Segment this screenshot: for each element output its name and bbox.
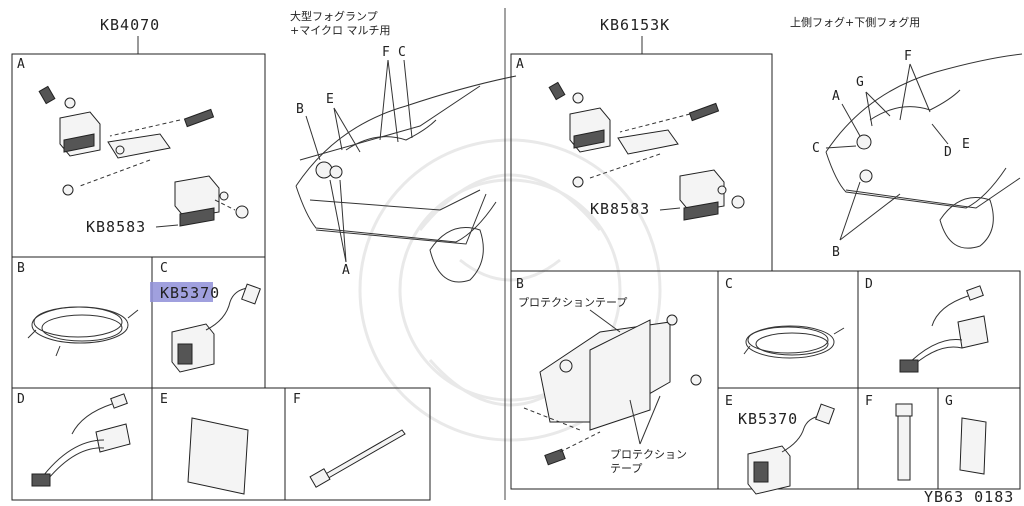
right-kit: KB6153K 上側フォグ+下側フォグ用 A B C D E F G (510, 15, 1023, 495)
left-box-d-label: D (17, 392, 25, 407)
left-cable-tie (309, 429, 406, 488)
right-switch-code: KB5370 (738, 410, 798, 428)
left-box-b-label: B (17, 261, 25, 276)
right-box-e-label: E (725, 394, 733, 409)
left-kit: KB4070 大型フォグランプ +マイクロ マルチ用 A B C D E F (11, 9, 517, 501)
right-callout-g: G (856, 75, 864, 90)
right-box-a-label: A (516, 57, 524, 72)
left-bottom-row (11, 387, 431, 501)
left-switch-code: KB5370 (160, 284, 220, 302)
right-harness (743, 325, 845, 359)
right-caption: 上側フォグ+下側フォグ用 (790, 15, 920, 29)
right-callout-e: E (962, 137, 970, 152)
left-box-f-label: F (293, 392, 301, 407)
left-relay-assembly (38, 85, 249, 227)
right-box-g-label: G (945, 394, 953, 409)
right-callout-a: A (832, 89, 840, 104)
right-vehicle (825, 53, 1023, 249)
right-callout-f: F (904, 49, 912, 64)
left-box-c-label: C (160, 261, 168, 276)
right-bracket (523, 314, 702, 466)
left-vehicle (295, 75, 517, 283)
left-tape (187, 417, 249, 495)
right-switch-harness (899, 285, 989, 373)
left-box-e-label: E (160, 392, 168, 407)
left-caption-line2: +マイクロ マルチ用 (290, 24, 391, 37)
left-relay-code: KB8583 (86, 218, 146, 236)
diagram-id: YB63 0183 (924, 488, 1014, 506)
right-box-b-label: B (516, 277, 524, 292)
left-kit-code: KB4070 (100, 16, 160, 34)
left-callout-f: F (382, 45, 390, 60)
left-switch (171, 283, 261, 373)
right-switch (747, 403, 835, 495)
left-switch-harness (31, 393, 131, 487)
right-box-f-label: F (865, 394, 873, 409)
right-tape-label-bottom-1: プロテクション (610, 448, 687, 461)
left-callout-a: A (342, 263, 350, 278)
right-tape-label-bottom-2: テープ (610, 462, 642, 475)
left-harness (27, 306, 139, 357)
right-box-d-label: D (865, 277, 873, 292)
left-callout-c: C (398, 45, 406, 60)
right-relay-assembly (548, 81, 745, 221)
right-callout-b: B (832, 245, 840, 260)
right-cable-tie (895, 403, 913, 481)
right-tape-label-top: プロテクションテープ (518, 296, 627, 309)
right-tape (959, 417, 987, 475)
left-caption-line1: 大型フォグランプ (290, 9, 378, 23)
right-callout-c: C (812, 141, 820, 156)
left-box-a-label: A (17, 57, 25, 72)
right-box-c-label: C (725, 277, 733, 292)
right-relay-code: KB8583 (590, 200, 650, 218)
switch-code-highlight (150, 282, 213, 302)
left-callout-e: E (326, 92, 334, 107)
right-callout-d: D (944, 145, 952, 160)
right-kit-code: KB6153K (600, 16, 670, 34)
left-callout-b: B (296, 102, 304, 117)
